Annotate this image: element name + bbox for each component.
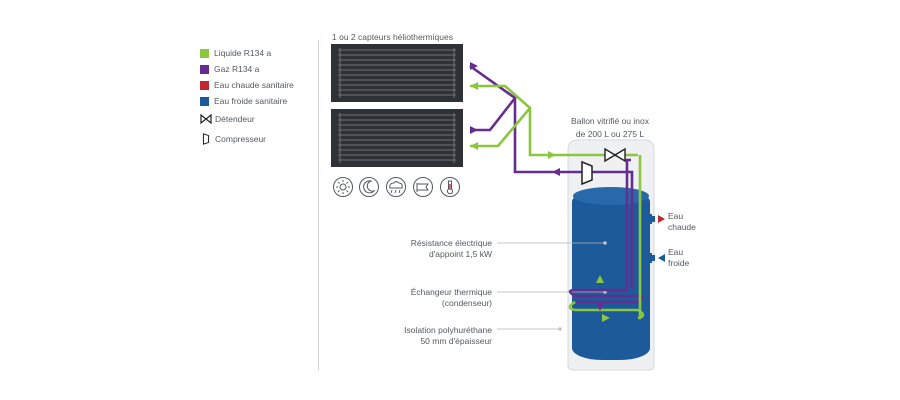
- legend-label: Gaz R134 a: [214, 64, 260, 74]
- legend-label: Eau froide sanitaire: [214, 96, 288, 106]
- expansion-valve-icon: [200, 113, 212, 125]
- condenser-coil-gas: [568, 158, 645, 304]
- legend: Liquide R134 a Gaz R134 a Eau chaude san…: [200, 48, 294, 152]
- legend-label: Détendeur: [215, 114, 255, 124]
- legend-label: Liquide R134 a: [214, 48, 272, 58]
- sun-icon: [333, 177, 353, 197]
- resistance-callout: Résistance électrique d'appoint 1,5 kW: [380, 238, 492, 260]
- flow-arrows: [470, 62, 610, 322]
- legend-item-compresseur: Compresseur: [200, 132, 294, 146]
- legend-item-gas: Gaz R134 a: [200, 64, 294, 74]
- solar-collector-1: [331, 44, 463, 102]
- tank-title-line2: de 200 L ou 275 L: [575, 129, 645, 139]
- condenser-coil-liquid: [568, 155, 645, 320]
- wind-icon: [413, 177, 433, 197]
- hot-water-label-line2: chaude: [668, 222, 696, 232]
- echangeur-label-line2: (condenseur): [441, 298, 492, 308]
- cold-water-label-line2: froide: [668, 258, 690, 268]
- expansion-valve-icon: [604, 147, 626, 163]
- solar-collector-2: [331, 109, 463, 167]
- legend-label: Compresseur: [215, 134, 267, 144]
- echangeur-callout: Échangeur thermique (condenseur): [380, 287, 492, 309]
- legend-item-liquid: Liquide R134 a: [200, 48, 294, 58]
- hot-water-arrow-icon: [658, 215, 665, 223]
- legend-item-hot-water: Eau chaude sanitaire: [200, 80, 294, 90]
- storage-tank: [567, 139, 655, 371]
- weather-icons: [333, 177, 460, 197]
- cold-water-swatch: [200, 96, 209, 106]
- hot-water-swatch: [200, 80, 209, 90]
- tank-title-line1: Ballon vitrifié ou inox: [571, 116, 649, 126]
- cloud-rain-icon: [386, 177, 406, 197]
- compressor-icon: [581, 160, 593, 186]
- resistance-label-line2: d'appoint 1,5 kW: [428, 249, 492, 259]
- legend-label: Eau chaude sanitaire: [214, 80, 294, 90]
- cold-water-arrow-icon: [658, 254, 665, 262]
- liquid-lines: [470, 84, 638, 157]
- resistance-label-line1: Résistance électrique: [410, 238, 492, 248]
- collectors-title: 1 ou 2 capteurs héliothermiques: [332, 32, 453, 42]
- cold-water-label-line1: Eau: [668, 247, 684, 257]
- thermometer-icon: [440, 177, 460, 197]
- liquid-swatch: [200, 48, 209, 58]
- tank-title: Ballon vitrifié ou inox de 200 L ou 275 …: [570, 116, 650, 140]
- isolation-label-line1: Isolation polyhuréthane: [404, 325, 492, 335]
- echangeur-label-line1: Échangeur thermique: [410, 287, 492, 297]
- isolation-label-line2: 50 mm d'épaisseur: [420, 336, 492, 346]
- tank-body: [572, 190, 650, 360]
- isolation-callout: Isolation polyhuréthane 50 mm d'épaisseu…: [380, 325, 492, 347]
- callout-lines: [497, 242, 605, 330]
- legend-item-cold-water: Eau froide sanitaire: [200, 96, 294, 106]
- divider: [318, 40, 319, 370]
- moon-icon: [359, 177, 379, 197]
- compressor-icon: [202, 133, 210, 145]
- hot-water-label-line1: Eau: [668, 211, 684, 221]
- legend-item-detendeur: Détendeur: [200, 112, 294, 126]
- hot-water-label: Eau chaude: [668, 211, 696, 233]
- cold-water-label: Eau froide: [668, 247, 689, 269]
- water-connectors: [633, 214, 665, 263]
- gas-swatch: [200, 64, 209, 74]
